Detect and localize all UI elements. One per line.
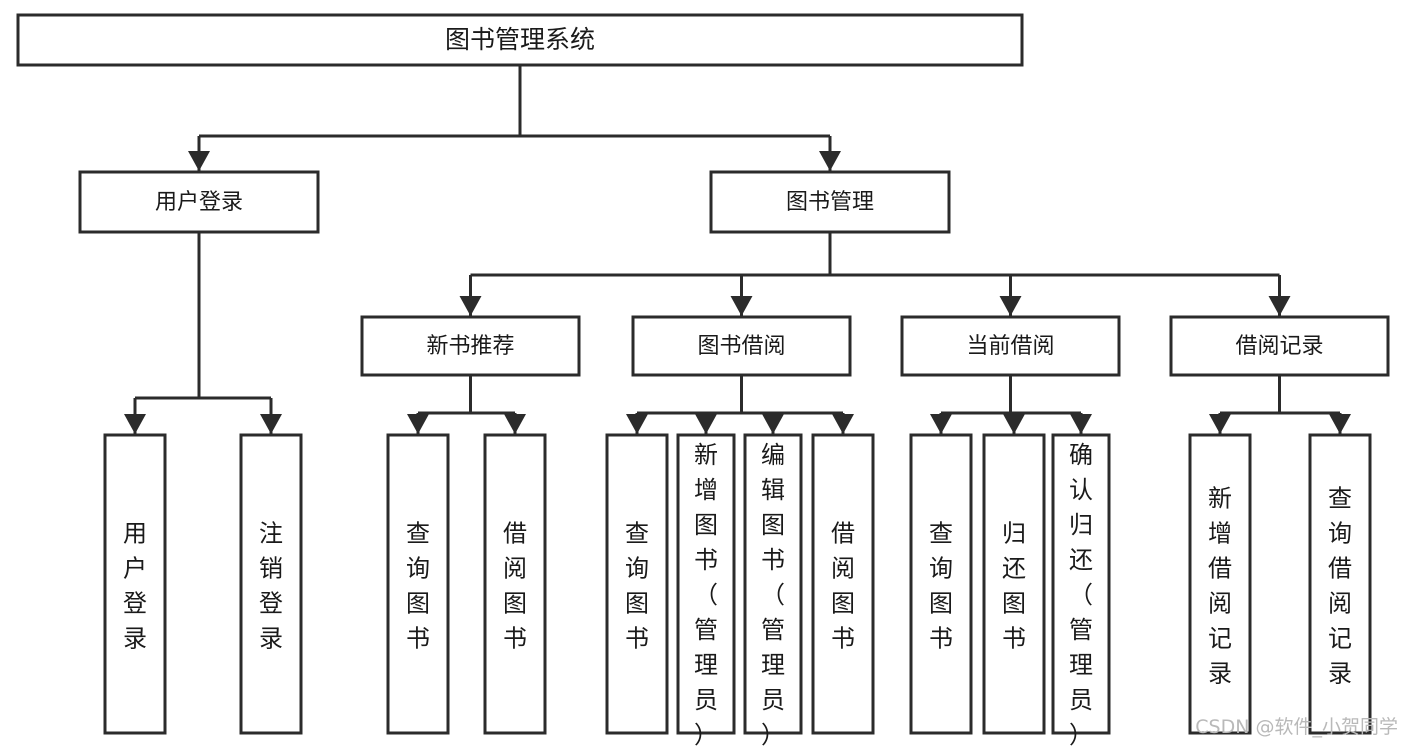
node-box-user-login [78, 170, 320, 234]
connector-arrow [819, 151, 841, 171]
node-box-leaf-confirm-return [1051, 433, 1111, 735]
node-box-root [16, 13, 1024, 67]
node-label-user-login: 用户登录 [155, 190, 243, 215]
node-label-leaf-query-record: 查询借阅记录 [1328, 484, 1352, 687]
node-box-borrow-record [1169, 315, 1390, 377]
node-box-leaf-user-login [103, 433, 167, 735]
node-box-current-borrow [900, 315, 1121, 377]
node-label-leaf-query-book-2: 查询图书 [625, 519, 649, 652]
connector-arrow [626, 414, 648, 434]
connector-arrow [1003, 414, 1025, 434]
node-label-leaf-user-login: 用户登录 [123, 519, 147, 652]
node-label-leaf-add-book: 新增图书（管理员） [694, 441, 718, 747]
node-box-leaf-return-book [982, 433, 1046, 735]
node-box-leaf-borrow-book-2 [811, 433, 875, 735]
connector-arrow [1329, 414, 1351, 434]
connectors-layer [124, 65, 1351, 434]
node-leaf-add-record[interactable]: 新增借阅记录 [1188, 433, 1252, 735]
node-box-book-borrow [631, 315, 852, 377]
node-leaf-confirm-return[interactable]: 确认归还（管理员） [1051, 433, 1111, 747]
node-label-borrow-record: 借阅记录 [1235, 334, 1323, 359]
csdn-watermark: CSDN @软件_小贺同学 [1195, 716, 1398, 738]
connector-arrow [260, 414, 282, 434]
node-leaf-query-book-2[interactable]: 查询图书 [605, 433, 669, 735]
node-box-new-book-recommend [360, 315, 581, 377]
node-label-new-book-recommend: 新书推荐 [426, 334, 514, 359]
node-box-leaf-add-record [1188, 433, 1252, 735]
node-label-leaf-add-record: 新增借阅记录 [1208, 484, 1232, 687]
node-borrow-record[interactable]: 借阅记录 [1169, 315, 1390, 377]
connector-arrow [999, 296, 1022, 316]
node-label-current-borrow: 当前借阅 [966, 334, 1054, 359]
node-label-leaf-query-book-1: 查询图书 [406, 519, 430, 652]
node-label-root: 图书管理系统 [445, 25, 595, 54]
connector-arrow [459, 296, 482, 316]
connector-arrow [504, 414, 526, 434]
connector-arrow [1209, 414, 1231, 434]
connector-arrow [762, 414, 784, 434]
node-label-leaf-edit-book: 编辑图书（管理员） [761, 441, 785, 747]
node-leaf-borrow-book-2[interactable]: 借阅图书 [811, 433, 875, 735]
node-label-leaf-confirm-return: 确认归还（管理员） [1069, 441, 1093, 747]
node-label-leaf-logout: 注销登录 [259, 519, 283, 652]
node-leaf-query-record[interactable]: 查询借阅记录 [1308, 433, 1372, 735]
node-leaf-query-book-3[interactable]: 查询图书 [909, 433, 973, 735]
node-box-leaf-add-book [676, 433, 736, 735]
node-label-leaf-return-book: 归还图书 [1002, 519, 1026, 652]
node-box-leaf-query-book-2 [605, 433, 669, 735]
node-box-leaf-query-book-3 [909, 433, 973, 735]
node-root[interactable]: 图书管理系统 [16, 13, 1024, 67]
nodes-layer: 图书管理系统用户登录图书管理新书推荐图书借阅当前借阅借阅记录用户登录注销登录查询… [16, 13, 1390, 747]
node-box-leaf-borrow-book-1 [483, 433, 547, 735]
connector-arrow [730, 296, 753, 316]
node-box-leaf-edit-book [743, 433, 803, 735]
node-box-leaf-query-record [1308, 433, 1372, 735]
node-label-leaf-borrow-book-2: 借阅图书 [831, 519, 855, 652]
node-leaf-user-login[interactable]: 用户登录 [103, 433, 167, 735]
connector-arrow [124, 414, 146, 434]
node-leaf-edit-book[interactable]: 编辑图书（管理员） [743, 433, 803, 747]
connector-arrow [188, 151, 210, 171]
connector-arrow [1268, 296, 1291, 316]
connector-arrow [832, 414, 854, 434]
node-user-login[interactable]: 用户登录 [78, 170, 320, 234]
connector-arrow [407, 414, 429, 434]
node-box-leaf-logout [239, 433, 303, 735]
node-leaf-return-book[interactable]: 归还图书 [982, 433, 1046, 735]
node-box-leaf-query-book-1 [386, 433, 450, 735]
node-leaf-add-book[interactable]: 新增图书（管理员） [676, 433, 736, 747]
node-label-leaf-borrow-book-1: 借阅图书 [503, 519, 527, 652]
node-new-book-recommend[interactable]: 新书推荐 [360, 315, 581, 377]
node-label-leaf-query-book-3: 查询图书 [929, 519, 953, 652]
node-book-borrow[interactable]: 图书借阅 [631, 315, 852, 377]
connector-arrow [1070, 414, 1092, 434]
node-leaf-logout[interactable]: 注销登录 [239, 433, 303, 735]
connector-arrow [930, 414, 952, 434]
node-label-book-borrow: 图书借阅 [697, 334, 785, 359]
node-book-manage[interactable]: 图书管理 [709, 170, 951, 234]
connector-arrow [695, 414, 717, 434]
node-current-borrow[interactable]: 当前借阅 [900, 315, 1121, 377]
node-leaf-query-book-1[interactable]: 查询图书 [386, 433, 450, 735]
node-box-book-manage [709, 170, 951, 234]
node-leaf-borrow-book-1[interactable]: 借阅图书 [483, 433, 547, 735]
node-label-book-manage: 图书管理 [786, 190, 874, 215]
